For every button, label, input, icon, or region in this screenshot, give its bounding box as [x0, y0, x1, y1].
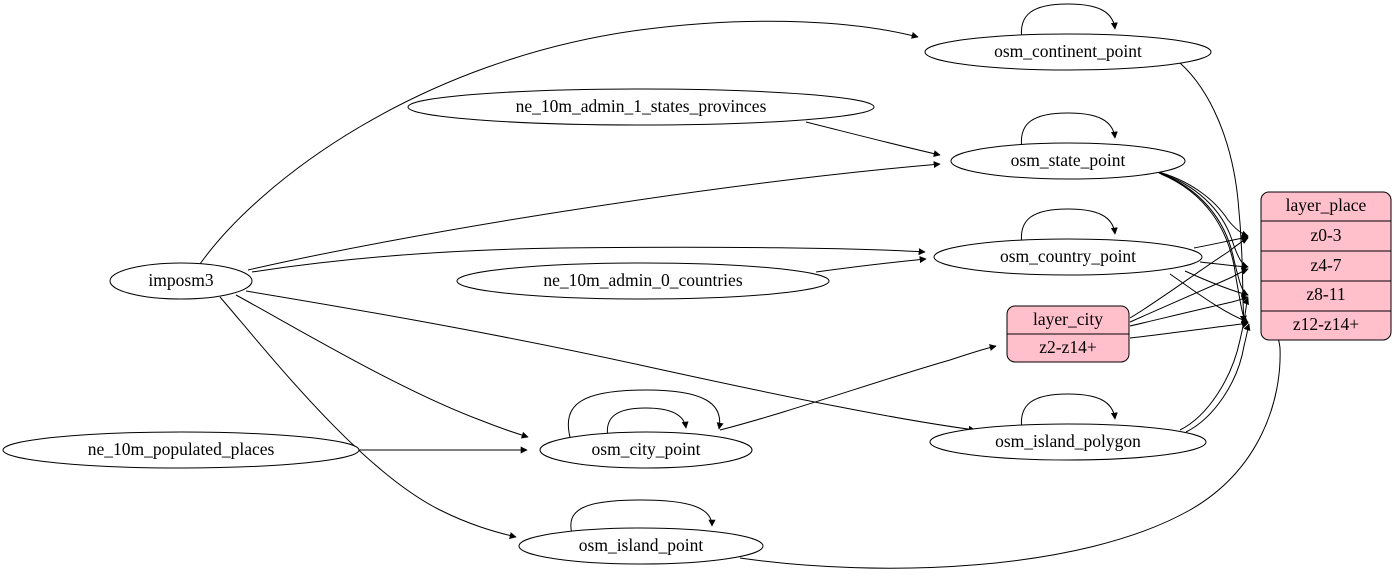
selfloop-osm_island_polygon: [1020, 393, 1118, 431]
edge-osm_country_point-to-layer_place-z12: [1169, 273, 1249, 324]
record-layer_place-row-z4-7[interactable]: z4-7: [1310, 255, 1341, 275]
selfloop-osm_country_point: [1020, 208, 1118, 246]
record-layer_place-background: [1260, 191, 1392, 341]
edge-osm_island_polygon-to-layer_place-z8-11: [1179, 297, 1249, 431]
edge-layer: [199, 3, 1281, 569]
record-layer_place-row-z8-11[interactable]: z8-11: [1306, 284, 1345, 304]
node-osm_continent_point[interactable]: osm_continent_point: [924, 33, 1212, 71]
edge-imposm3-to-osm_city_point: [235, 294, 529, 439]
edge-ne_states_provinces-to-osm_state_point: [805, 121, 941, 158]
selfloop-osm_continent_point: [1020, 3, 1118, 41]
edge-layer_city-to-layer_place-z8-11: [1129, 295, 1249, 327]
node-label-ne_10m_populated_places: ne_10m_populated_places: [88, 439, 275, 459]
node-label-osm_island_polygon: osm_island_polygon: [995, 431, 1141, 451]
selfloop-osm_state_point: [1020, 112, 1118, 150]
node-label-osm_city_point: osm_city_point: [592, 439, 701, 459]
record-layer_place-row-z0-3[interactable]: z0-3: [1310, 225, 1341, 245]
edge-imposm3-to-osm_island_point: [219, 296, 517, 539]
node-osm_state_point[interactable]: osm_state_point: [950, 142, 1186, 180]
record-layer_place-header: layer_place: [1286, 195, 1367, 215]
node-ne_10m_admin_0_countries[interactable]: ne_10m_admin_0_countries: [456, 262, 830, 300]
edge-osm_state_point-to-layer_place-z8-11: [1158, 172, 1249, 296]
record-layer_place-row-z12-z14[interactable]: z12-z14+: [1293, 314, 1359, 334]
node-ne_10m_admin_1_states_provinces[interactable]: ne_10m_admin_1_states_provinces: [407, 88, 875, 126]
edge-imposm3-to-osm_state_point: [247, 161, 941, 271]
edge-osm_country_point-to-layer_place-z8-11: [1184, 270, 1249, 297]
edge-osm_country_point-to-layer_place-z0-3: [1193, 234, 1249, 249]
edge-osm_city_point-to-layer_city: [719, 344, 997, 431]
edge-osm_continent_point-to-layer_place-z12: [1179, 62, 1247, 323]
node-osm_island_polygon[interactable]: osm_island_polygon: [929, 423, 1207, 461]
edge-osm_state_point-to-layer_place-z0-3: [1154, 170, 1249, 238]
node-osm_country_point[interactable]: osm_country_point: [933, 238, 1203, 276]
node-ne_10m_populated_places[interactable]: ne_10m_populated_places: [2, 431, 360, 469]
node-label-osm_island_point: osm_island_point: [579, 535, 704, 555]
node-label-ne_10m_admin_0_countries: ne_10m_admin_0_countries: [543, 270, 742, 290]
edge-imposm3-to-osm_island_polygon: [245, 290, 976, 433]
node-osm_city_point[interactable]: osm_city_point: [539, 431, 753, 469]
edge-osm_state_point-to-layer_place-z4-7: [1156, 171, 1249, 269]
edge-osm_island_point-to-layer_place-z12: [739, 327, 1281, 569]
edge-layer_city-to-layer_place-z12: [1129, 321, 1249, 339]
node-layer: imposm3 ne_10m_admin_1_states_provinces …: [2, 33, 1212, 565]
node-imposm3[interactable]: imposm3: [109, 262, 253, 300]
selfloop-osm_city_point-outer: [567, 389, 724, 438]
edge-ne_countries-to-osm_country_point: [815, 256, 927, 273]
selfloop-osm_city_point-inner: [606, 407, 689, 439]
record-layer_place[interactable]: layer_place z0-3 z4-7 z8-11 z12-z14+: [1260, 191, 1392, 341]
node-label-imposm3: imposm3: [148, 270, 213, 290]
edge-osm_country_point-to-layer_place-z4-7: [1199, 261, 1249, 271]
record-layer_city-row-z2-z14[interactable]: z2-z14+: [1039, 337, 1097, 357]
node-label-osm_state_point: osm_state_point: [1011, 150, 1126, 170]
record-layer: layer_city z2-z14+ layer_place z0-3 z4-7…: [1006, 191, 1392, 363]
edge-imposm3-to-osm_continent_point: [199, 20, 919, 265]
edge-osm_island_polygon-to-layer_place-z12: [1185, 323, 1251, 433]
node-label-osm_country_point: osm_country_point: [1000, 246, 1136, 266]
node-osm_island_point[interactable]: osm_island_point: [518, 527, 764, 565]
selfloop-osm_island_point: [570, 499, 716, 535]
record-layer_city[interactable]: layer_city z2-z14+: [1006, 305, 1130, 363]
record-layer_city-header: layer_city: [1033, 309, 1103, 329]
edge-layer_city-to-layer_place-z4-7: [1129, 268, 1249, 323]
node-label-ne_10m_admin_1_states_provinces: ne_10m_admin_1_states_provinces: [516, 96, 767, 116]
node-label-osm_continent_point: osm_continent_point: [994, 41, 1142, 61]
edge-layer_city-to-layer_place-z0-3: [1129, 237, 1249, 319]
edge-imposm3-to-osm_country_point: [251, 246, 926, 273]
